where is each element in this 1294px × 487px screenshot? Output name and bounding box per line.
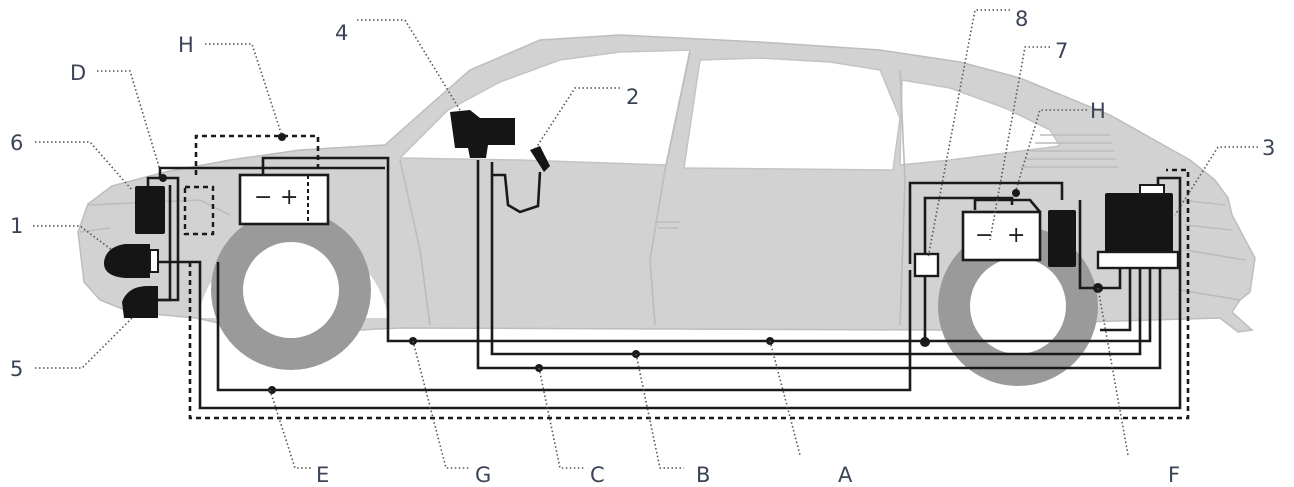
car-bumper-line: [79, 227, 111, 233]
front-battery-minus: −: [254, 185, 272, 210]
car-rear-side-window: [899, 79, 1062, 166]
car-front-door-line: [649, 51, 691, 326]
wire-lamp5: [158, 185, 172, 302]
label-g: G: [475, 463, 491, 487]
wire-7: [973, 198, 1041, 213]
label-e: E: [316, 463, 329, 487]
label-8: 8: [1015, 7, 1028, 31]
wire-e-lower: [216, 262, 912, 392]
label-7: 7: [1055, 39, 1068, 63]
component-1-lamp: [103, 244, 150, 278]
component-f-connector: [1096, 250, 1180, 270]
label-4: 4: [335, 21, 348, 45]
wire-e-route: [158, 176, 1182, 410]
wire-e-dashed-outer: [188, 168, 1190, 420]
wiring-harness: [146, 133, 1190, 420]
component-3-rear-unit-cap: [1139, 184, 1165, 195]
component-6-relay: [135, 186, 165, 234]
component-4-control-unit: [450, 110, 515, 158]
wire-g-main: [261, 156, 1152, 343]
wire-d-loop: [146, 176, 180, 302]
component-rear-relay: [1048, 210, 1076, 267]
car-rear-door-line: [899, 69, 906, 326]
rear-battery-plus: +: [1007, 223, 1025, 248]
wire-b: [490, 162, 1142, 356]
rear-battery: − +: [961, 210, 1042, 262]
label-6: 6: [10, 131, 23, 155]
label-a: A: [838, 463, 853, 487]
component-h-front-fuse-box: [183, 185, 215, 236]
front-wheel: [198, 210, 388, 370]
component-5-lamp: [122, 286, 158, 318]
wire-c: [476, 160, 1162, 370]
label-b: B: [696, 463, 710, 487]
label-d: D: [70, 61, 86, 85]
label-c: C: [590, 463, 605, 487]
component-3-rear-unit: [1105, 193, 1173, 253]
wire-rear-unit: [1100, 265, 1132, 332]
car-rear-vents: [1020, 134, 1118, 168]
label-5: 5: [10, 357, 23, 381]
labels: 6 1 5 D H 4 2 8 7 H 3 E G C B A F: [10, 7, 1275, 487]
label-1: 1: [10, 214, 23, 238]
front-battery-plus: +: [280, 185, 298, 210]
component-2-sensor: [530, 146, 550, 172]
label-leaders: [33, 9, 1258, 469]
label-h-rear: H: [1090, 99, 1106, 123]
label-2: 2: [626, 85, 639, 109]
car-door-handle: [655, 221, 680, 229]
car-front-door-window: [683, 57, 901, 171]
component-8-box: [913, 252, 940, 278]
wire-a: [923, 196, 1014, 341]
label-3: 3: [1262, 136, 1275, 160]
wire-d-top: [158, 166, 385, 178]
label-h-front: H: [178, 33, 194, 57]
components: − + − +: [103, 110, 1180, 318]
wire-h-rear: [908, 181, 1064, 264]
car-rear-panel-lines: [1179, 199, 1246, 301]
car-a-pillar-line: [399, 159, 431, 326]
label-f: F: [1168, 463, 1180, 487]
front-battery: − +: [238, 173, 330, 226]
rear-battery-minus: −: [975, 223, 993, 248]
component-1-lamp-connector: [149, 249, 159, 273]
wire-h-front-dashed: [194, 134, 320, 175]
wire-2: [492, 171, 542, 214]
car-hood-line: [87, 199, 231, 216]
